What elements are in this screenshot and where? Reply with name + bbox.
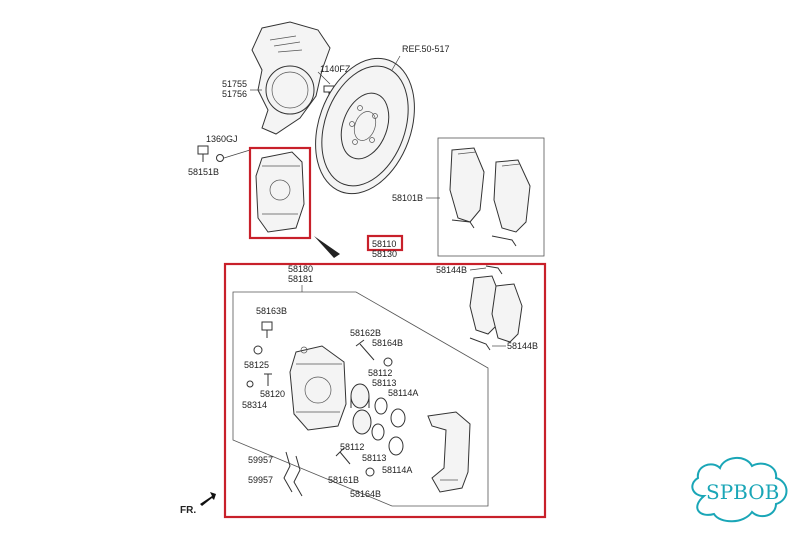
label-58144b-bottom: 58144B (507, 341, 538, 351)
cap-58125 (253, 345, 263, 355)
brake-pads-kit (449, 147, 531, 247)
label-58130: 58130 (372, 249, 397, 259)
label-58314: 58314 (242, 400, 267, 410)
label-58181: 58181 (288, 274, 313, 284)
bolt-58163b (261, 321, 273, 338)
label-58161b: 58161B (328, 475, 359, 485)
boot-58164b-bottom (365, 467, 375, 477)
label-59957-b: 59957 (248, 475, 273, 485)
boot-58114a-bottom (388, 436, 404, 456)
caliper-carrier (427, 411, 471, 493)
label-58112-top: 58112 (368, 368, 392, 378)
leader-1360gj (223, 149, 251, 159)
part-58110-highlight (366, 234, 404, 252)
leader-1140fz (317, 71, 331, 85)
seal-58113-bottom (371, 423, 385, 441)
label-51756: 51756 (222, 89, 247, 99)
label-58114a-top: 58114A (388, 388, 418, 398)
label-59957-a: 59957 (248, 455, 273, 465)
seal-58113-top (374, 397, 388, 415)
label-58164b-top: 58164B (372, 338, 403, 348)
pointer-arrow (314, 236, 340, 258)
piston-top (350, 383, 370, 409)
front-arrow-icon (200, 492, 216, 506)
caliper-assembly-highlight (248, 146, 312, 240)
cap-58314 (246, 380, 254, 388)
pad-kit-frame (437, 137, 545, 257)
label-58113-bottom: 58113 (362, 453, 386, 463)
logo-text: SPBOB (706, 480, 779, 504)
leader-ref (391, 55, 401, 71)
boot-58114a-top (390, 408, 406, 428)
exploded-view-frame (232, 291, 489, 507)
label-58180: 58180 (288, 264, 313, 274)
label-58151b: 58151B (188, 167, 219, 177)
caliper-body (289, 345, 347, 431)
piston-bottom (352, 409, 372, 435)
label-51755: 51755 (222, 79, 247, 89)
brake-disc (315, 57, 415, 195)
label-58113-top: 58113 (372, 378, 396, 388)
logo-watermark: SPBOB (691, 457, 788, 523)
label-58112-bottom: 58112 (340, 442, 364, 452)
label-58162b: 58162B (350, 328, 381, 338)
label-58125: 58125 (244, 360, 269, 370)
caliper-assembly-small (255, 151, 305, 233)
guide-pin-58161b (335, 447, 351, 465)
label-ref: REF.50-517 (402, 44, 450, 54)
exploded-view-highlight (223, 262, 547, 519)
label-1360gj: 1360GJ (206, 134, 238, 144)
leader-58144b-top (469, 267, 487, 271)
guide-pin-58162b (355, 339, 375, 361)
label-1140fz: 1140FZ (320, 64, 351, 74)
label-58114a-bottom: 58114A (382, 465, 412, 475)
label-58164b-bottom: 58164B (350, 489, 381, 499)
clip-59957 (283, 451, 303, 497)
label-58110: 58110 (372, 239, 396, 249)
dust-shield (251, 21, 331, 135)
bolt-58151b (197, 145, 224, 162)
label-58163b: 58163B (256, 306, 287, 316)
label-fr: FR. (180, 505, 196, 516)
boot-58164b-top (383, 357, 393, 367)
brake-pads (469, 265, 523, 351)
label-58101b: 58101B (392, 193, 423, 203)
bleeder-58120 (264, 373, 272, 386)
label-58144b-top: 58144B (436, 265, 467, 275)
label-58120: 58120 (260, 389, 285, 399)
